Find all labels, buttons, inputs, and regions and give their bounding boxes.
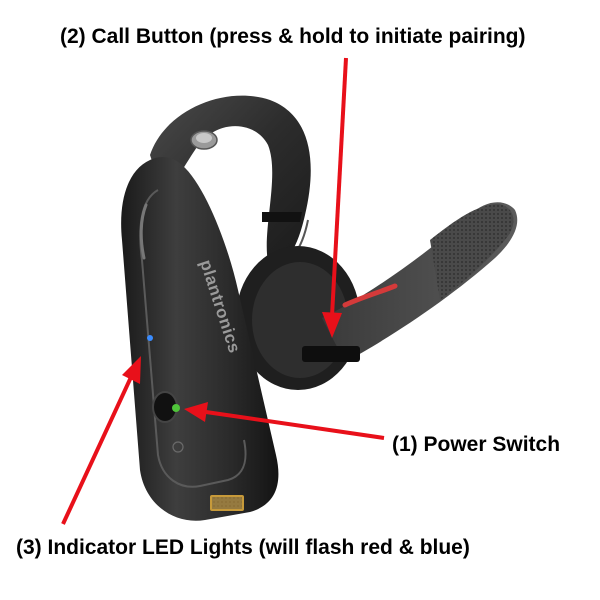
arrow-power-switch — [205, 410, 385, 440]
power-switch-label: (1) Power Switch — [392, 433, 561, 456]
headset-body — [121, 157, 279, 521]
annotation-arrows — [61, 57, 385, 525]
power-switch-indicator — [172, 404, 180, 412]
arrow-indicator-led — [61, 374, 134, 525]
arrow-call-button — [330, 57, 348, 317]
call-button-label: (2) Call Button (press & hold to initiat… — [60, 25, 526, 48]
indicator-led — [147, 335, 153, 341]
indicator-led-label: (3) Indicator LED Lights (will flash red… — [16, 536, 470, 559]
